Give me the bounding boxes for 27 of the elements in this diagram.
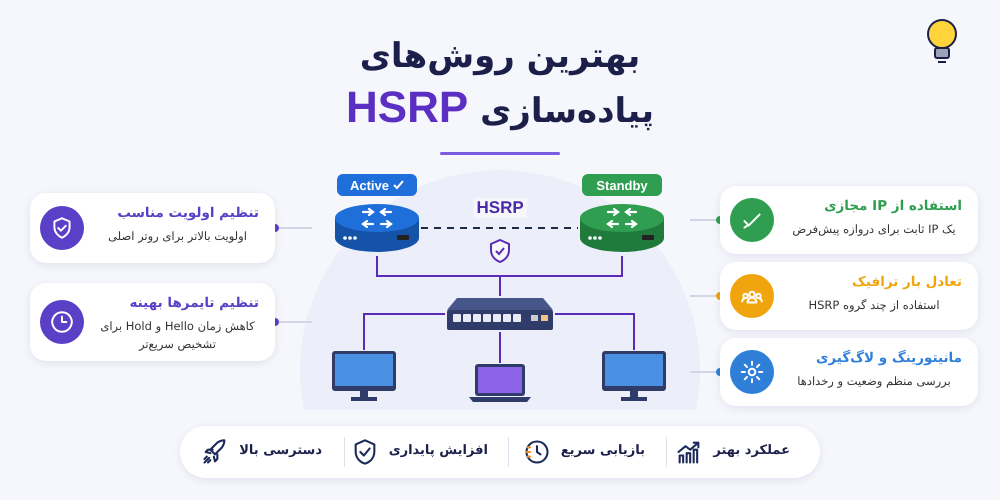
- connector-line: [499, 256, 623, 296]
- connector-line: [363, 313, 445, 350]
- card-heading: تنظیم اولویت مناسب: [117, 205, 259, 221]
- feature-card: [30, 193, 275, 263]
- badge-label: Standby: [596, 178, 648, 192]
- feature-card: [720, 262, 978, 330]
- card-description: یک IP ثابت برای دروازه پیش‌فرض: [791, 221, 957, 238]
- edge-label: HSRP: [474, 198, 527, 218]
- benefit-label: دسترسی بالا: [239, 443, 322, 458]
- connector-line: [499, 332, 501, 363]
- feature-card: [720, 186, 978, 254]
- card-description: اولویت بالاتر برای روتر اصلی: [107, 228, 248, 245]
- connector-line: [555, 313, 635, 350]
- card-heading: استفاده از IP مجازی: [824, 198, 962, 214]
- feature-card: [720, 338, 978, 406]
- benefit-label: بازیابی سریع: [560, 443, 645, 458]
- card-heading: مانیتورینگ و لاگ‌گیری: [816, 350, 962, 366]
- card-description: استفاده از چند گروه HSRP: [807, 297, 941, 314]
- benefit-label: افزایش پایداری: [388, 443, 488, 458]
- benefit-label: عملکرد بهتر: [713, 443, 790, 458]
- card-description: کاهش زمان Hello و Hold برای تشخیص سریع‌تر: [99, 318, 256, 353]
- connector-line: [421, 227, 578, 229]
- card-heading: تنظیم تایمرها بهینه: [129, 295, 259, 311]
- feature-card: [30, 283, 275, 361]
- card-heading: تعادل بار ترافیک: [852, 274, 962, 290]
- badge-label: Active: [350, 178, 390, 192]
- card-description: بررسی منظم وضعیت و رخدادها: [796, 373, 952, 390]
